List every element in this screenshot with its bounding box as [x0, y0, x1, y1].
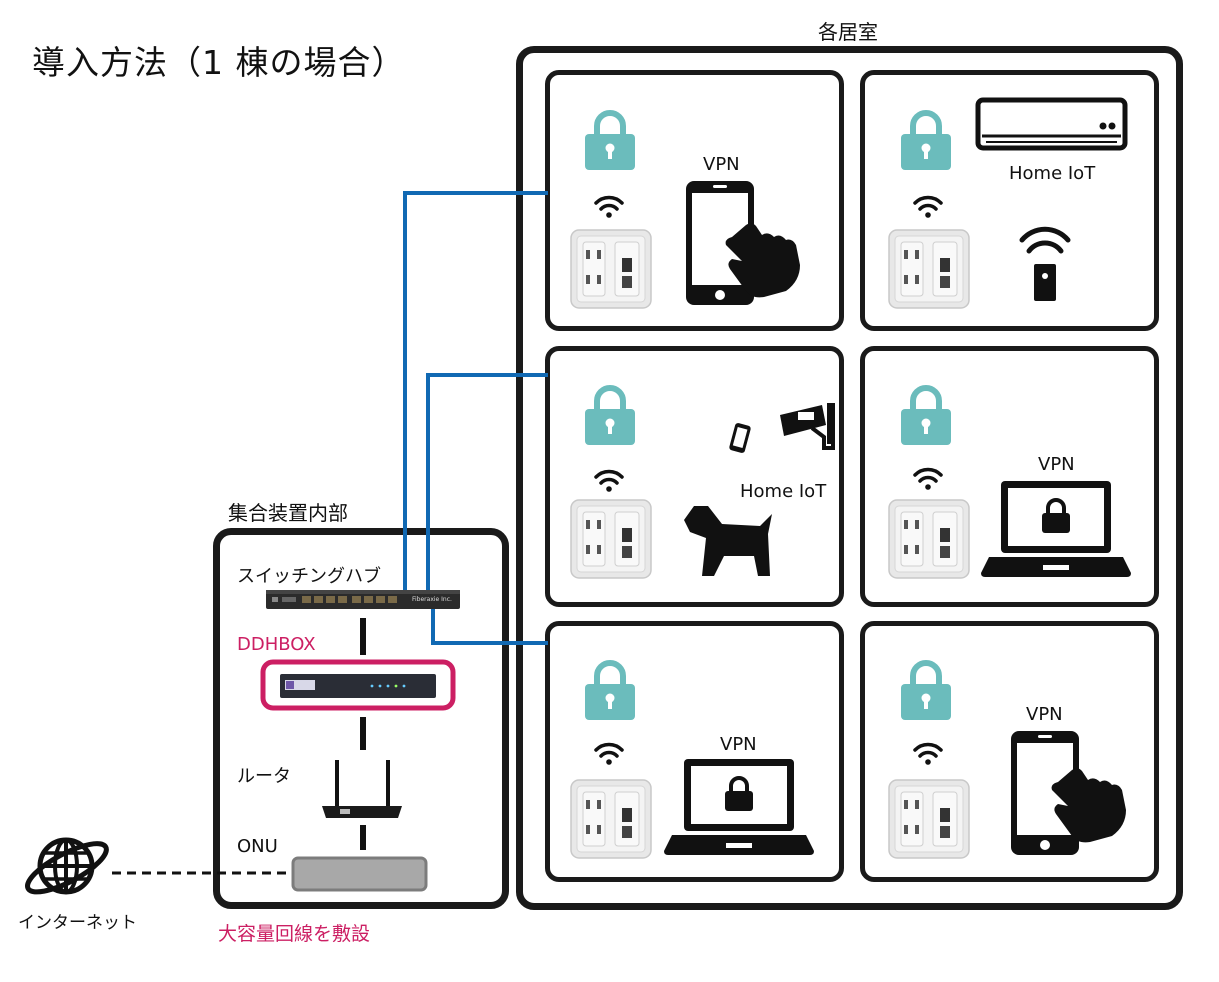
room-1-lock-icon [585, 113, 635, 170]
room-2-outlet-icon [888, 229, 970, 309]
room-2-wifi-icon [913, 195, 943, 220]
room-3-lock-icon [585, 388, 635, 445]
room-5-lock-icon [585, 663, 635, 720]
cable-room-3 [426, 373, 548, 598]
switching-hub-icon: Fiberaxie Inc. [266, 590, 460, 609]
room-1-label: VPN [703, 154, 740, 175]
onu-label: ONU [237, 836, 278, 857]
room-4-outlet-icon [888, 499, 970, 579]
ddhbox-label: DDHBOX [237, 634, 316, 655]
cable-label: 大容量回線を敷設 [218, 923, 371, 945]
room-5-label: VPN [720, 734, 757, 755]
room-3-outlet-icon [570, 499, 652, 579]
room-3-wifi-icon [594, 469, 624, 494]
room-3-phone-icon [729, 423, 751, 453]
room-4-wifi-icon [913, 467, 943, 492]
building-title: 集合装置内部 [228, 501, 348, 525]
room-1-wifi-icon [594, 195, 624, 220]
room-3-dog-icon [684, 506, 772, 576]
room-2-lock-icon [901, 113, 951, 170]
router-icon [322, 760, 402, 818]
room-5-laptop-icon [662, 757, 816, 857]
globe-icon [25, 837, 109, 895]
router-label: ルータ [237, 766, 291, 787]
internet-label: インターネット [18, 913, 137, 933]
room-2-remote-icon [1019, 226, 1071, 301]
cable-room-5 [431, 600, 548, 645]
page-title: 導入方法（1 棟の場合） [32, 43, 406, 82]
room-6-label: VPN [1026, 704, 1063, 725]
room-5-wifi-icon [594, 742, 624, 767]
room-3-camera-icon [780, 403, 835, 450]
cable-room-1 [403, 191, 548, 598]
room-4-label: VPN [1038, 454, 1075, 475]
onu-icon [291, 856, 428, 892]
room-3-label: Home IoT [740, 481, 827, 502]
room-4-laptop-icon [979, 479, 1133, 579]
room-4-lock-icon [901, 388, 951, 445]
room-2-label: Home IoT [1009, 163, 1096, 184]
room-5-outlet-icon [570, 779, 652, 859]
ddhbox-icon [260, 659, 456, 711]
switch-label: スイッチングハブ [237, 566, 381, 587]
switch-brand: Fiberaxie Inc. [412, 596, 452, 603]
room-6-outlet-icon [888, 779, 970, 859]
room-1-outlet-icon [570, 229, 652, 309]
room-6-wifi-icon [913, 742, 943, 767]
rooms-title: 各居室 [818, 20, 878, 44]
room-2-air-conditioner-icon [975, 97, 1128, 151]
room-6-lock-icon [901, 663, 951, 720]
